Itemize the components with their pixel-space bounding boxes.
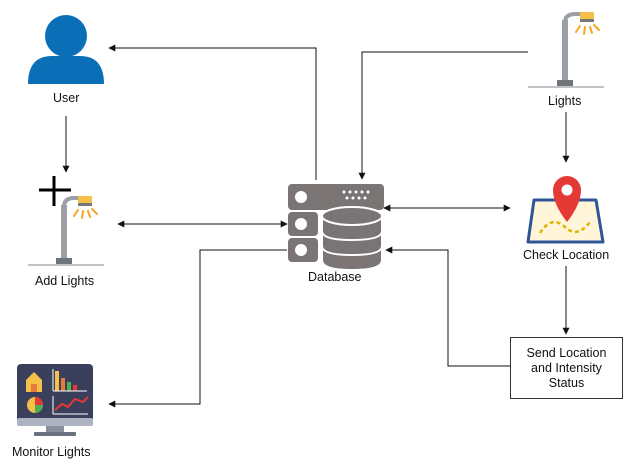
arrow-database-to-monitor-lights (108, 249, 287, 408)
database-label: Database (308, 270, 362, 284)
plus-icon (39, 176, 71, 206)
check-location-label: Check Location (523, 248, 610, 262)
send-status-line-1: Send Location (526, 345, 607, 360)
arrow-send-status-to-database (385, 246, 510, 367)
database-server-icon (288, 184, 384, 272)
monitor-dashboard-icon (17, 364, 93, 436)
map-location-pin-icon (526, 176, 605, 244)
monitor-lights-label: Monitor Lights (12, 445, 91, 459)
user-label: User (53, 91, 80, 105)
add-street-lamp-icon (28, 176, 104, 266)
send-status-line-3: Status (548, 375, 585, 390)
arrow-database-to-user (108, 44, 317, 180)
send-status-box: Send Location and Intensity Status (510, 337, 623, 399)
street-lamp-icon (528, 12, 604, 88)
send-status-line-2: and Intensity (531, 360, 602, 375)
arrow-lights-to-database (358, 51, 528, 180)
user-icon (28, 15, 104, 84)
lights-label: Lights (548, 94, 582, 108)
add-lights-label: Add Lights (35, 274, 95, 288)
